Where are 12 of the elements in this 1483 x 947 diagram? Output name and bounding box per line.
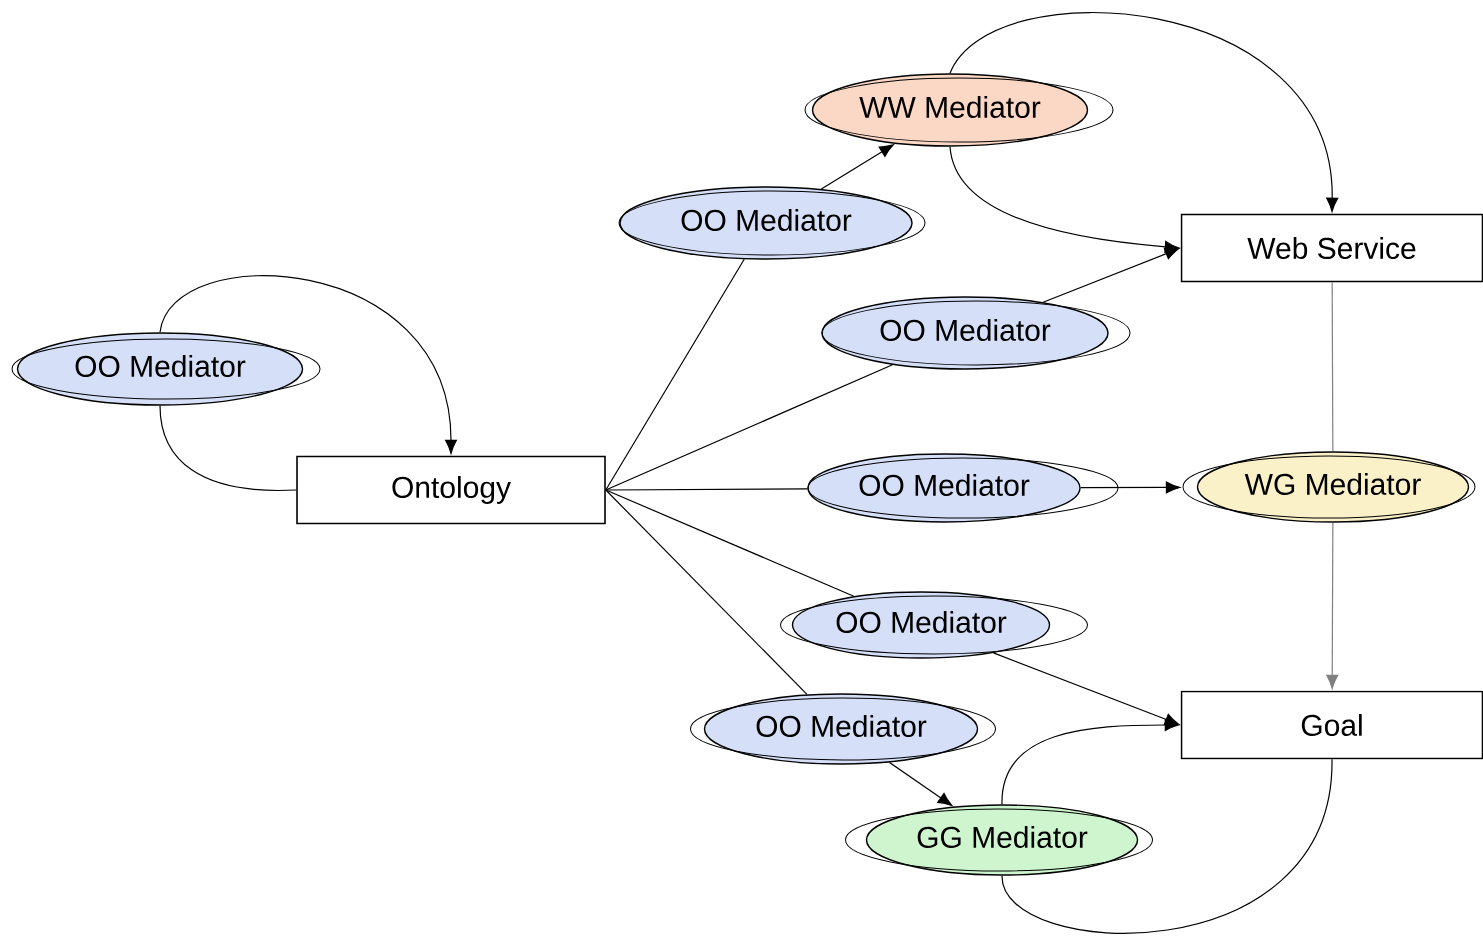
arrow — [1042, 248, 1180, 303]
arrow — [888, 761, 953, 806]
arrow — [949, 146, 1179, 253]
arrow — [949, 12, 1339, 212]
arrow — [1001, 719, 1179, 805]
arrow — [159, 275, 458, 454]
entity-box: Web Service — [1180, 213, 1483, 283]
arrow — [1080, 481, 1181, 494]
entity-box: Goal — [1180, 690, 1483, 760]
entity-box: Ontology — [296, 455, 606, 525]
arrow — [1326, 522, 1339, 689]
arrow — [820, 144, 894, 190]
